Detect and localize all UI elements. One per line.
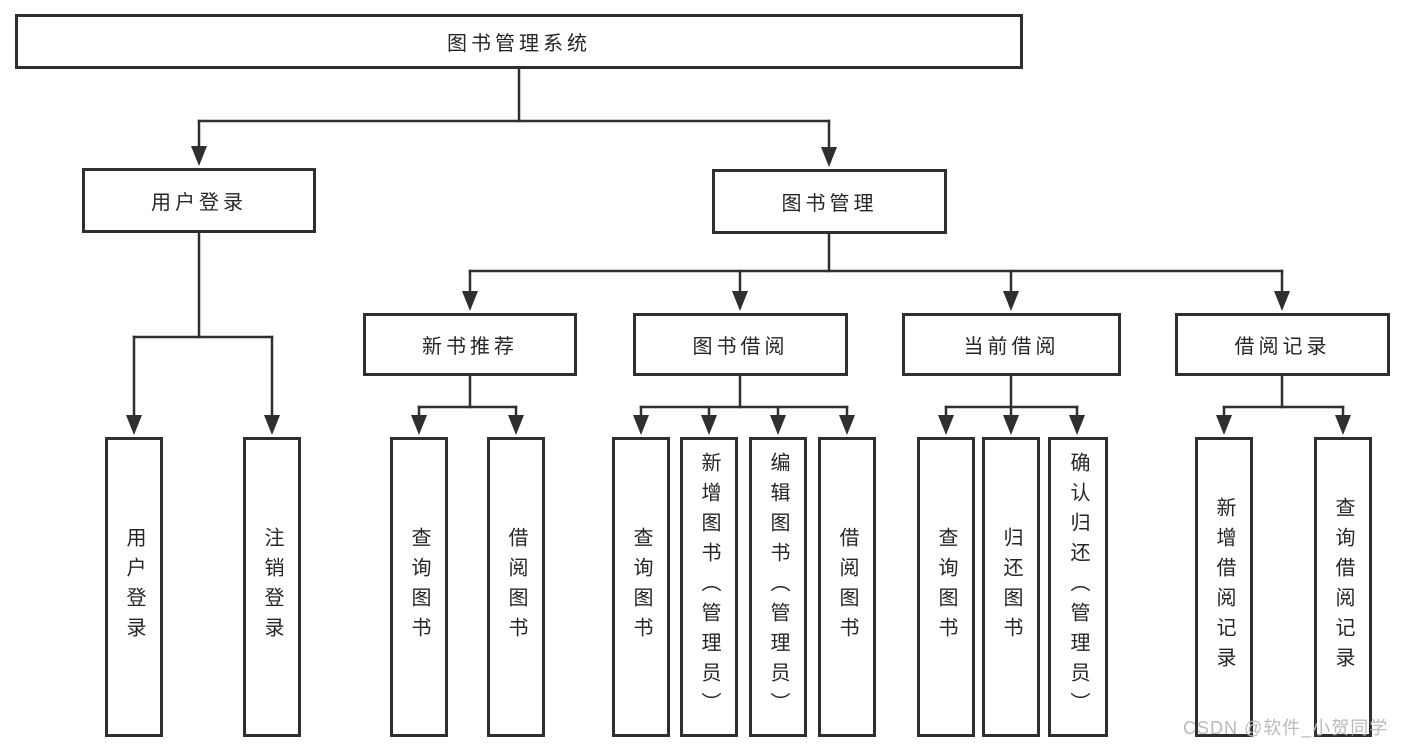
- node-new-book-recommend-label: 新书推荐: [422, 336, 518, 358]
- leaf-user-login: 用户登录: [105, 437, 163, 737]
- leaf-user-login-label: 用户登录: [123, 527, 145, 647]
- node-root-label: 图书管理系统: [447, 33, 591, 55]
- leaf-borrow-books-label: 借阅图书: [836, 527, 858, 647]
- leaf-add-books-admin: 新增图书（管理员）: [680, 437, 738, 737]
- leaf-recommend-borrow-books-label: 借阅图书: [505, 527, 527, 647]
- leaf-logout: 注销登录: [243, 437, 301, 737]
- node-new-book-recommend: 新书推荐: [363, 313, 577, 376]
- node-user-login-label: 用户登录: [151, 192, 247, 214]
- node-borrow-records-label: 借阅记录: [1234, 336, 1331, 358]
- leaf-return-books: 归还图书: [982, 437, 1040, 737]
- leaf-query-borrow-record: 查询借阅记录: [1314, 437, 1372, 737]
- node-current-borrow: 当前借阅: [902, 313, 1121, 376]
- node-book-management: 图书管理: [712, 169, 947, 234]
- leaf-borrow-books: 借阅图书: [818, 437, 876, 737]
- leaf-current-query-books: 查询图书: [917, 437, 975, 737]
- leaf-recommend-query-books-label: 查询图书: [408, 527, 430, 647]
- leaf-edit-books-admin: 编辑图书（管理员）: [749, 437, 807, 737]
- csdn-watermark: CSDN @软件_小贺同学: [1183, 718, 1389, 738]
- leaf-add-borrow-record-label: 新增借阅记录: [1213, 497, 1235, 677]
- leaf-borrow-query-books: 查询图书: [612, 437, 670, 737]
- node-book-borrow-label: 图书借阅: [692, 336, 789, 358]
- leaf-borrow-query-books-label: 查询图书: [630, 527, 652, 647]
- node-current-borrow-label: 当前借阅: [963, 336, 1060, 358]
- arrowheads: [126, 146, 1351, 435]
- leaf-current-query-books-label: 查询图书: [935, 527, 957, 647]
- node-user-login: 用户登录: [82, 168, 316, 233]
- leaf-confirm-return-admin: 确认归还（管理员）: [1048, 437, 1108, 737]
- leaf-recommend-query-books: 查询图书: [390, 437, 448, 737]
- leaf-return-books-label: 归还图书: [1000, 527, 1022, 647]
- leaf-logout-label: 注销登录: [261, 527, 283, 647]
- node-book-borrow: 图书借阅: [633, 313, 848, 376]
- leaf-add-books-admin-label: 新增图书（管理员）: [698, 452, 720, 722]
- node-borrow-records: 借阅记录: [1175, 313, 1390, 376]
- leaf-confirm-return-admin-label: 确认归还（管理员）: [1067, 452, 1089, 722]
- leaf-edit-books-admin-label: 编辑图书（管理员）: [767, 452, 789, 722]
- node-root: 图书管理系统: [15, 14, 1023, 69]
- leaf-query-borrow-record-label: 查询借阅记录: [1332, 497, 1354, 677]
- leaf-add-borrow-record: 新增借阅记录: [1195, 437, 1253, 737]
- leaf-recommend-borrow-books: 借阅图书: [487, 437, 545, 737]
- node-book-management-label: 图书管理: [781, 193, 878, 215]
